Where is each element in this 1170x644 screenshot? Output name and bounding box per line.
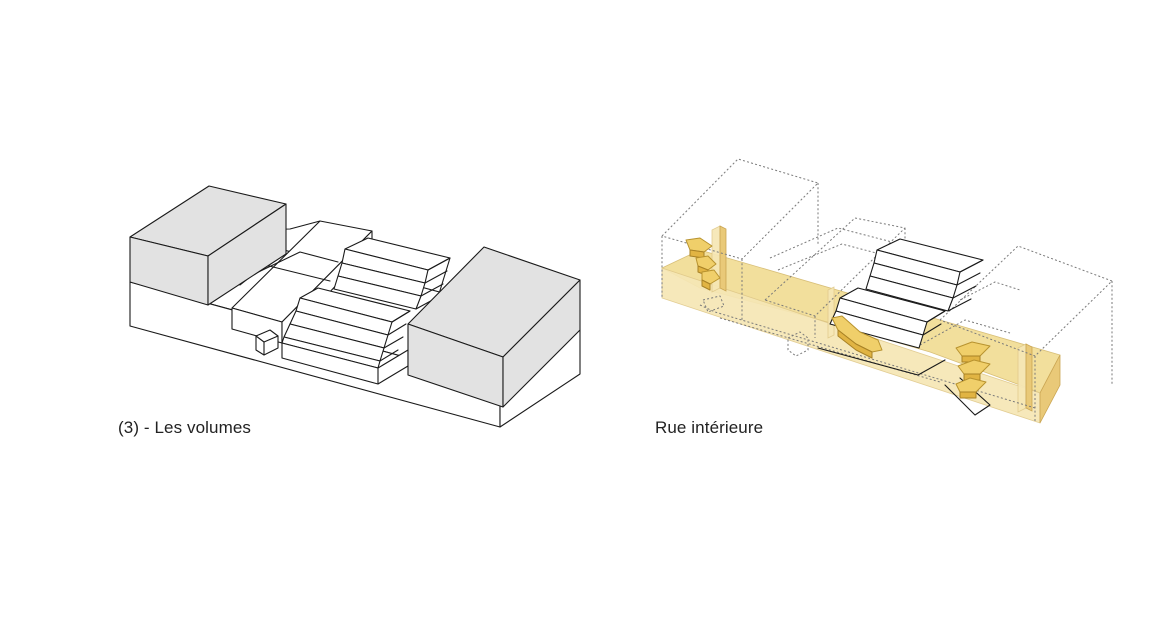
stair-center <box>831 315 883 359</box>
upper-terraces <box>333 237 451 310</box>
right-volume <box>407 246 581 408</box>
entrance-box <box>255 329 279 356</box>
left-volume <box>129 185 287 306</box>
caption-interior-street: Rue intérieure <box>655 418 764 437</box>
slab-outline <box>817 347 946 376</box>
stair-left <box>685 237 721 291</box>
stair-right <box>955 341 991 399</box>
lower-terraces <box>281 287 411 369</box>
terraces-right <box>829 238 984 349</box>
caption-volumes: (3) - Les volumes <box>118 418 252 437</box>
